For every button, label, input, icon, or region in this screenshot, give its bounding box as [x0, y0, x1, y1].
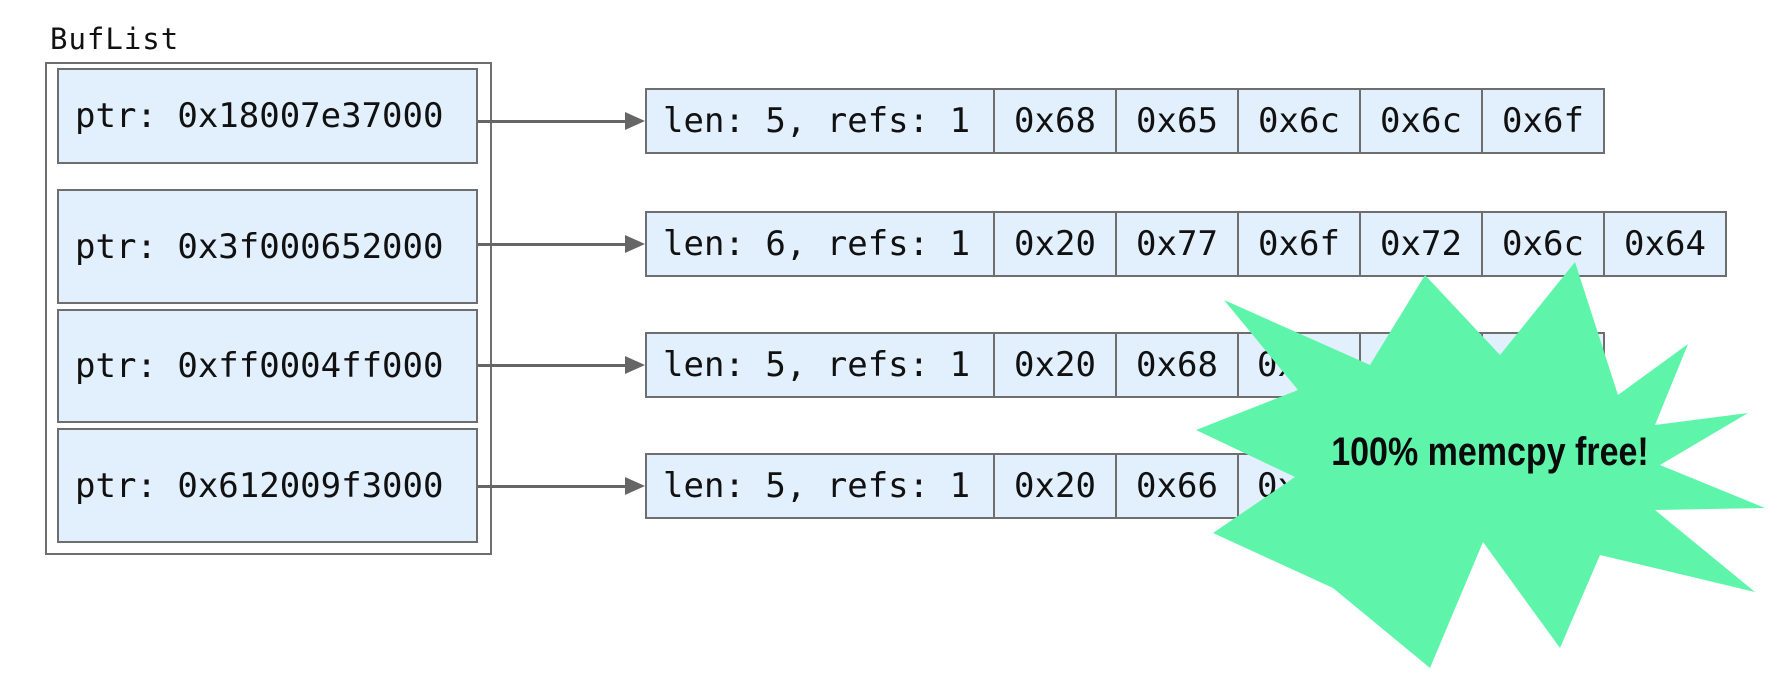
pointer-box: ptr: 0x18007e37000 [57, 68, 478, 164]
pointer-arrow-icon [478, 112, 645, 130]
arrow-shaft [478, 242, 628, 246]
byte-cell [1481, 334, 1603, 396]
byte-cell: 0x68 [993, 90, 1115, 152]
arrow-shaft [478, 119, 628, 123]
byte-cell: 0x66 [1115, 455, 1237, 517]
arrow-shaft [478, 484, 628, 488]
arrow-head-icon [625, 356, 645, 374]
byte-cell: 0x20 [993, 213, 1115, 275]
arrow-shaft [478, 363, 628, 367]
buffer-header: len: 5, refs: 1 [647, 90, 993, 152]
byte-cell: 0x68 [1115, 334, 1237, 396]
byte-cell: 0x20 [993, 334, 1115, 396]
pointer-box: ptr: 0x3f000652000 [57, 189, 478, 304]
buffer-header: len: 6, refs: 1 [647, 213, 993, 275]
byte-cell: 0x6c [1237, 90, 1359, 152]
pointer-box: ptr: 0x612009f3000 [57, 428, 478, 543]
pointer-label: ptr: 0x3f000652000 [75, 226, 444, 267]
byte-cell: 0x6c [1359, 90, 1481, 152]
byte-cell: 0x6f [1481, 90, 1603, 152]
byte-cell: 0x [1237, 334, 1359, 396]
byte-cell: 0x6c [1481, 213, 1603, 275]
diagram-title: BufList [50, 22, 180, 56]
pointer-arrow-icon [478, 477, 645, 495]
buffer-header: len: 5, refs: 1 [647, 334, 993, 396]
arrow-head-icon [625, 477, 645, 495]
byte-cell: 0x [1359, 334, 1481, 396]
buffer-header: len: 5, refs: 1 [647, 455, 993, 517]
pointer-label: ptr: 0xff0004ff000 [75, 346, 444, 386]
arrow-head-icon [625, 112, 645, 130]
pointer-label: ptr: 0x612009f3000 [75, 465, 444, 506]
byte-cell: 0x77 [1115, 213, 1237, 275]
starburst-label: 100% memcpy free! [1331, 430, 1649, 474]
byte-cell: 0x64 [1603, 213, 1725, 275]
byte-cell: 0x20 [993, 455, 1115, 517]
pointer-arrow-icon [478, 235, 645, 253]
byte-cell: 0x65 [1115, 90, 1237, 152]
pointer-label: ptr: 0x18007e37000 [75, 96, 444, 136]
byte-cell: 0x6f [1237, 213, 1359, 275]
pointer-arrow-icon [478, 356, 645, 374]
byte-cell: 0x72 [1359, 213, 1481, 275]
arrow-head-icon [625, 235, 645, 253]
pointer-box: ptr: 0xff0004ff000 [57, 309, 478, 423]
